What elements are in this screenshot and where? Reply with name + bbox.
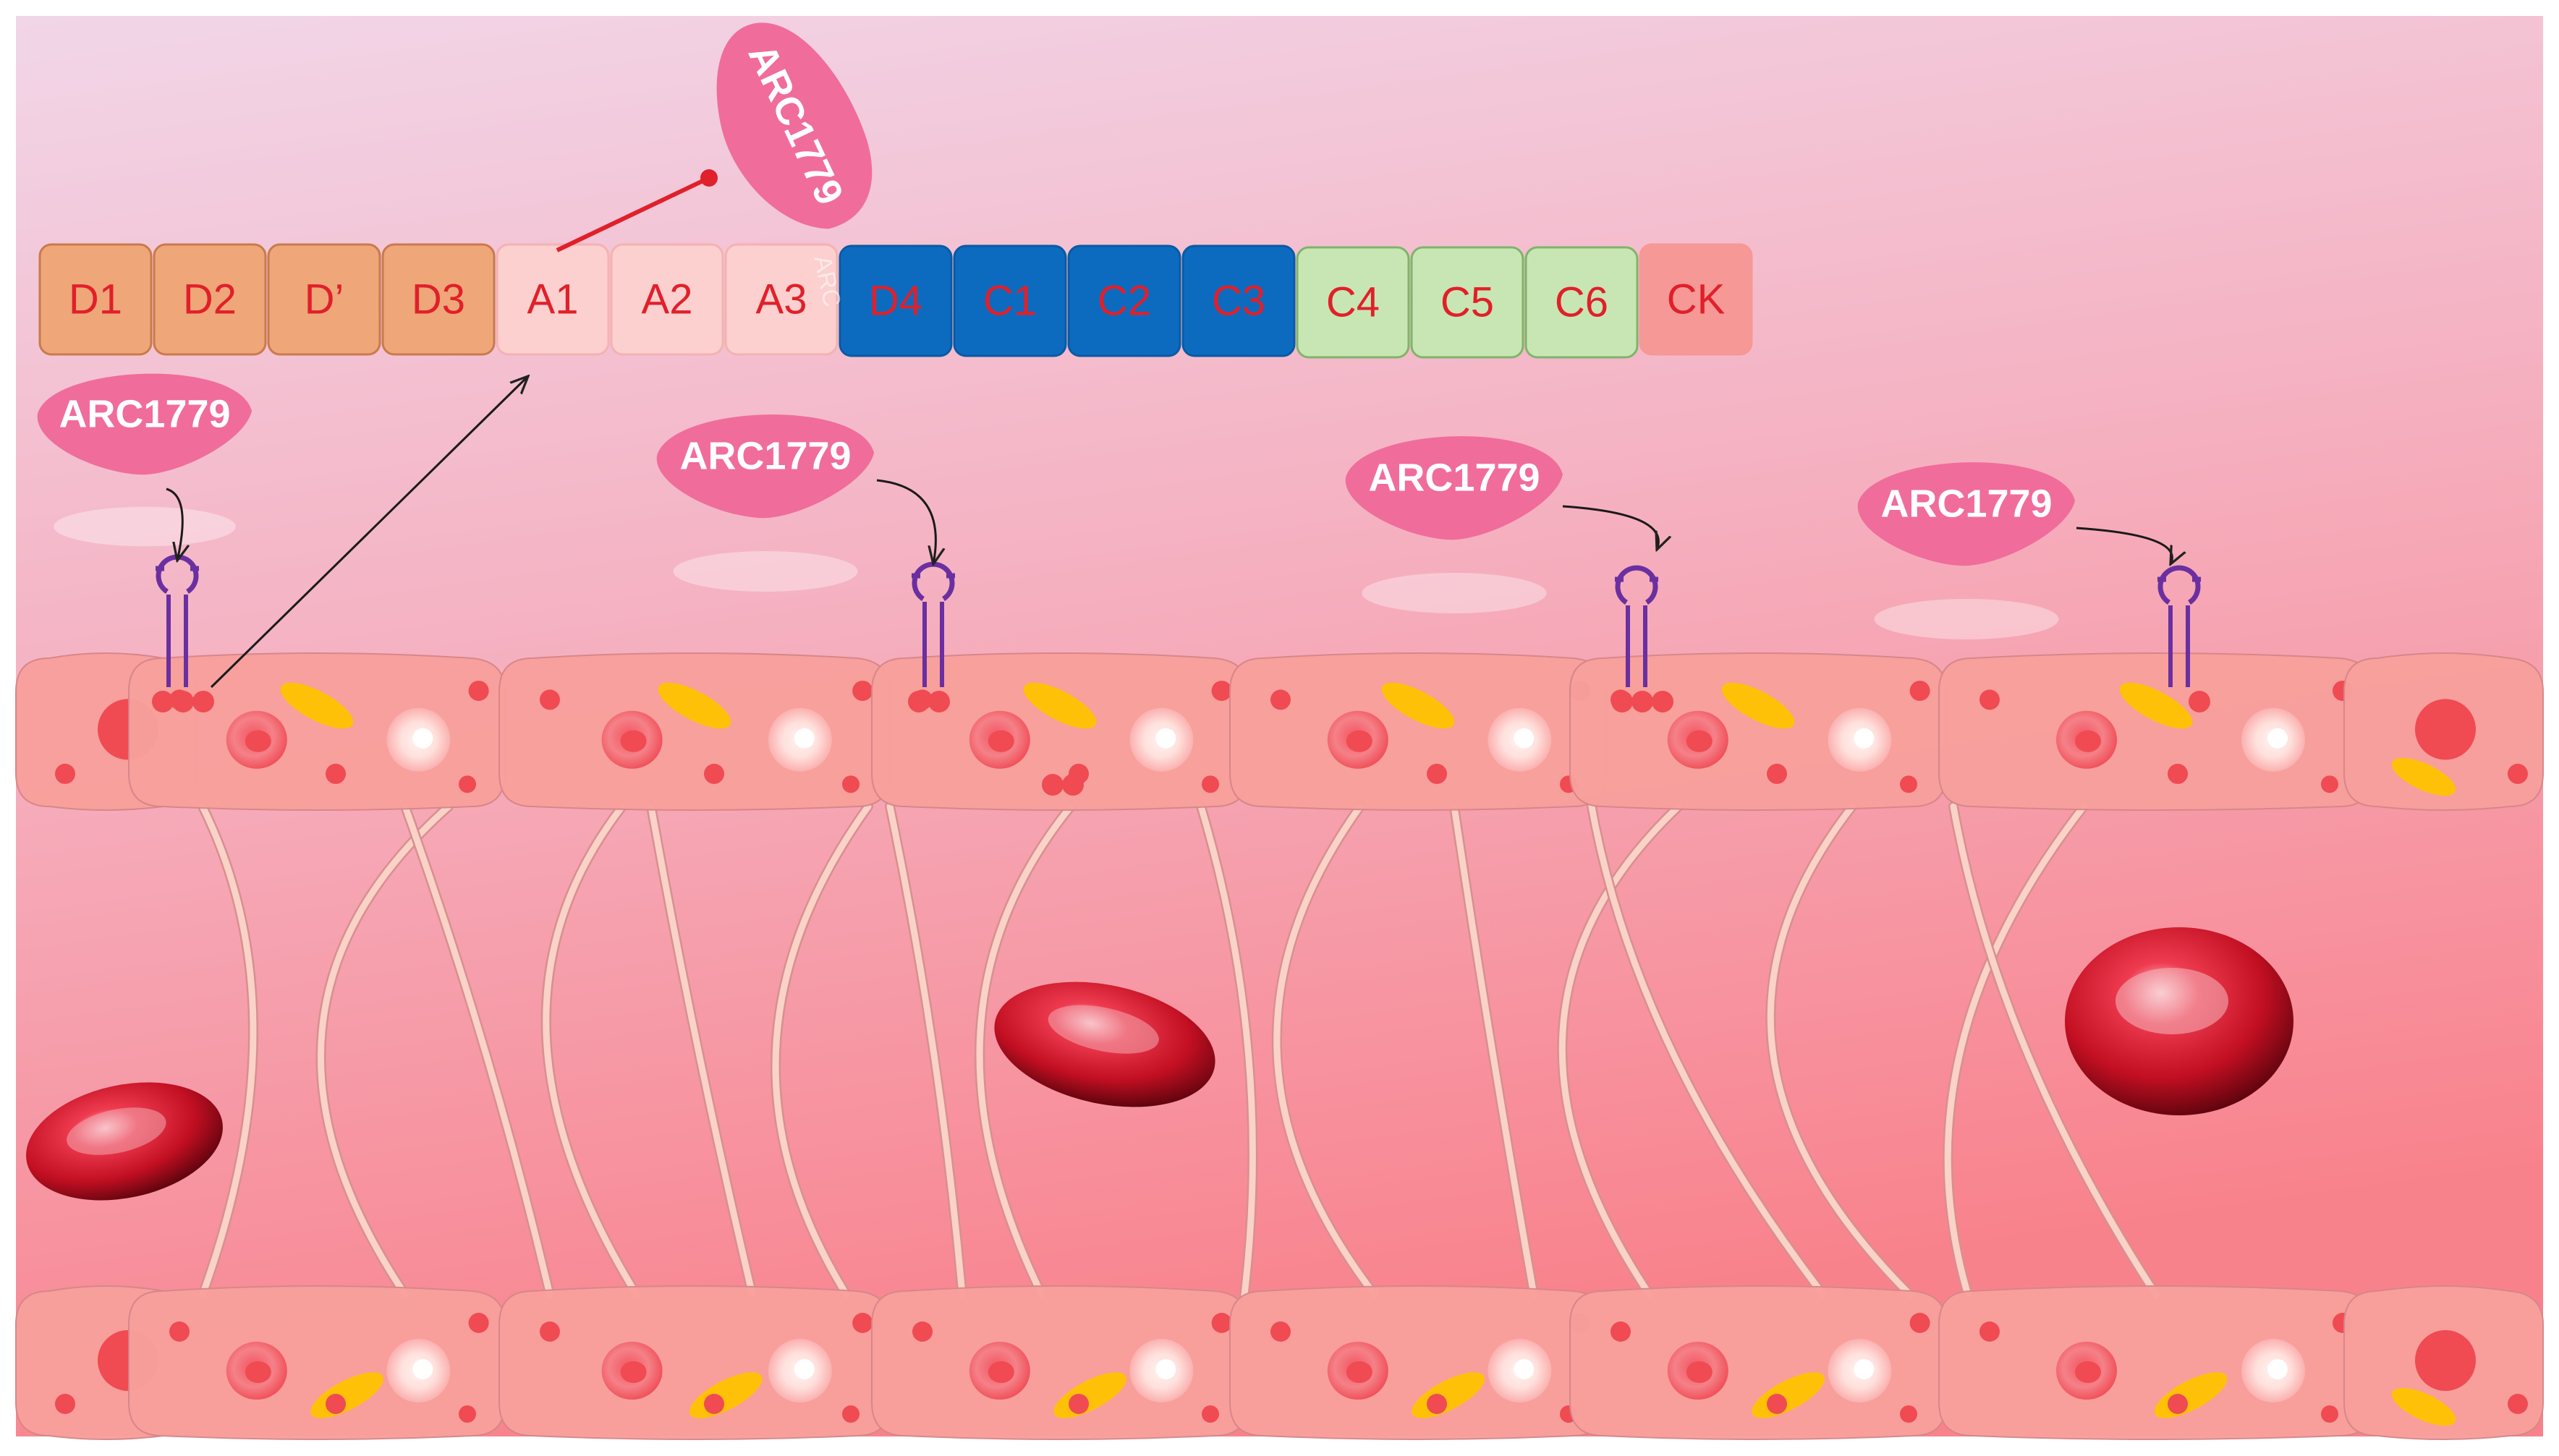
free-aptamer-label: ARC1779 [1880, 482, 2052, 525]
vwf-domain-label: C4 [1326, 278, 1380, 325]
aptamer-arrow [1562, 505, 1658, 550]
inhibition-end-dot [700, 169, 718, 187]
red-blood-cell [994, 982, 1215, 1107]
aptamer-arrow [876, 479, 935, 564]
granule-dot [2189, 691, 2210, 712]
endothelial-cell [498, 1285, 891, 1440]
granule-dot [1652, 691, 1673, 712]
vwf-domain-3: D3 [381, 243, 496, 356]
endothelial-cell [128, 652, 506, 811]
vwf-domain-label: A1 [527, 276, 579, 323]
endothelial-cell [871, 652, 1249, 811]
vwf-domain-label: A2 [642, 276, 693, 323]
endothelial-cell [1938, 1285, 2374, 1440]
vwf-domain-label: C3 [1212, 277, 1265, 324]
vwf-domain-bar: D1 D2 D’ D3 A1 A2 A3 D4 C1 C2 C3 C4 C5 C6 CK [38, 243, 1753, 359]
granule-dot [908, 691, 930, 712]
vwf-domain-label: D2 [183, 276, 237, 323]
endothelial-cell [2343, 652, 2544, 811]
binding-arrow [210, 376, 528, 689]
gpib-receptors [152, 554, 2210, 796]
vwf-domain-5: A2 [610, 243, 724, 356]
endothelial-cell [128, 1285, 506, 1440]
red-blood-cell [2065, 927, 2293, 1115]
vwf-domain-label: A3 [756, 276, 807, 323]
vwf-domain-label: D4 [869, 277, 922, 324]
vwf-domain-8: C1 [953, 244, 1067, 357]
granule-dot [192, 691, 214, 712]
granule-dot [1611, 691, 1633, 712]
free-aptamer: ARC1779 [37, 373, 252, 561]
free-aptamer: ARC1779 [1345, 436, 1659, 613]
free-aptamer: ARC1779 [1857, 462, 2173, 639]
free-aptamer-label: ARC1779 [1368, 456, 1540, 499]
vwf-domain-1: D2 [153, 243, 267, 356]
endothelial-cell [1229, 1285, 1607, 1440]
granule-dot [1631, 691, 1653, 712]
aptamer-arrow [2076, 527, 2172, 564]
endothelial-cell [871, 1285, 1249, 1440]
free-aptamer-label: ARC1779 [59, 392, 230, 435]
endothelial-cell [1569, 1285, 1947, 1440]
free-aptamer: ARC1779 [656, 414, 936, 592]
vwf-domain-label: D1 [69, 276, 122, 323]
endothelial-cell [1938, 652, 2374, 811]
vwf-domain-label: D’ [305, 276, 344, 323]
vwf-domain-4: A1 [496, 243, 610, 356]
subendothelial-fibers [198, 801, 2161, 1300]
endothelial-cell [1229, 652, 1607, 811]
gpib-receptor [2157, 565, 2201, 687]
vwf-domain-9: C2 [1067, 244, 1181, 357]
red-blood-cells [26, 927, 2293, 1201]
inhibition-line [556, 176, 710, 252]
bottom-endothelial-layer [15, 1285, 2544, 1440]
endothelial-cell [498, 652, 891, 811]
vwf-domain-11: C4 [1296, 246, 1410, 359]
endothelial-cell [2343, 1285, 2544, 1440]
aptamer-arrow [166, 488, 182, 561]
gpib-receptor [912, 561, 955, 687]
granule-dot [1042, 774, 1064, 796]
vwf-domain-label: CK [1667, 276, 1726, 323]
free-aptamer-label: ARC1779 [679, 434, 851, 477]
granule-dot [152, 691, 174, 712]
gpib-receptor [1615, 565, 1658, 687]
vwf-domain-label: C5 [1440, 278, 1494, 325]
vwf-domain-label: C6 [1555, 278, 1608, 325]
vwf-domain-2: D’ [267, 243, 381, 356]
vwf-domain-6: A3 [724, 243, 839, 356]
red-blood-cell [26, 1082, 223, 1201]
bound-aptamer: ARC1779 ARC [556, 22, 873, 310]
top-endothelial-layer [15, 652, 2544, 811]
granule-dot [928, 691, 950, 712]
vwf-domain-label: D3 [412, 276, 465, 323]
vwf-domain-7: D4 [839, 244, 953, 357]
granule-dot [1062, 774, 1084, 796]
vwf-domain-label: C1 [983, 277, 1037, 324]
vwf-domain-14: CK [1639, 243, 1753, 356]
granule-dot [172, 691, 194, 712]
vwf-domain-0: D1 [38, 243, 153, 356]
vwf-domain-10: C3 [1181, 244, 1296, 357]
vwf-domain-12: C5 [1410, 246, 1524, 359]
vwf-domain-13: C6 [1524, 246, 1639, 359]
vwf-domain-label: C2 [1098, 277, 1151, 324]
